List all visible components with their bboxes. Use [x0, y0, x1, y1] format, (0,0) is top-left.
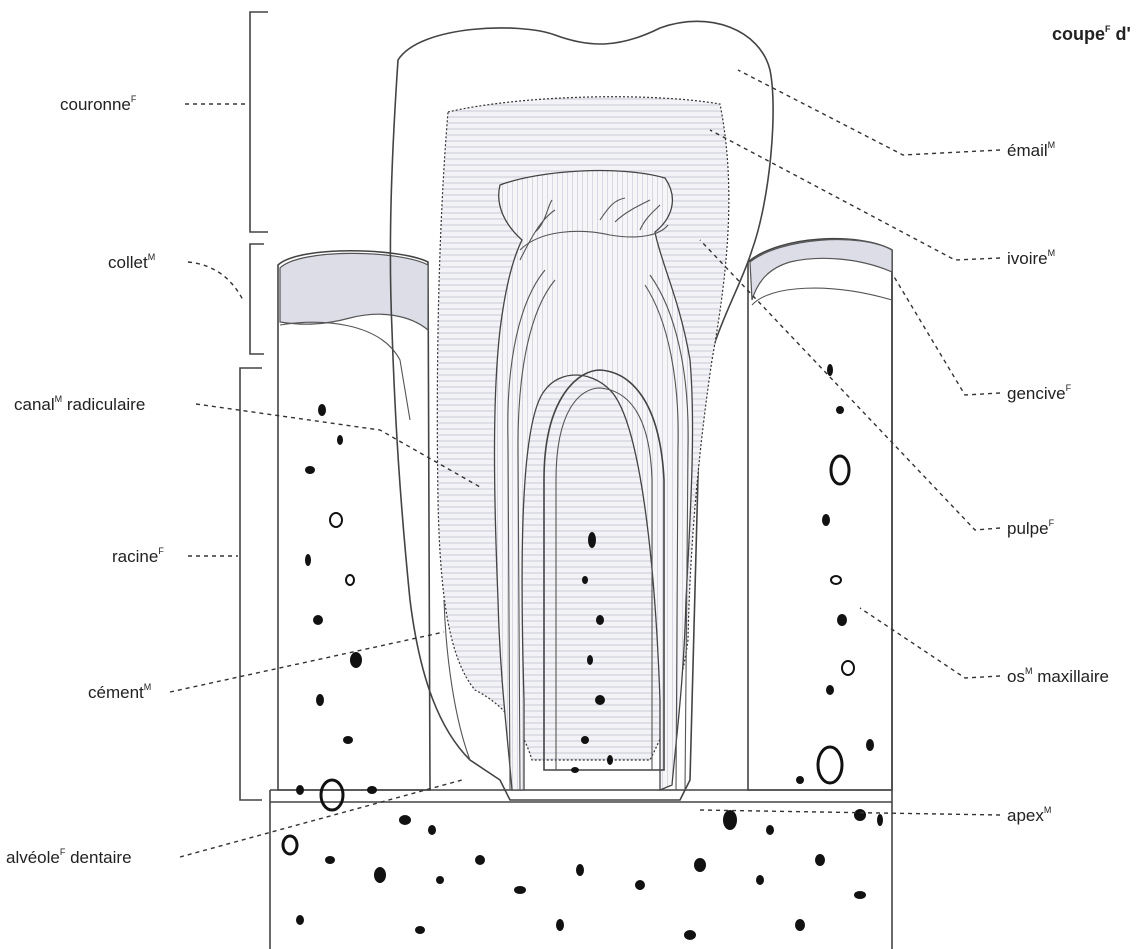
- label-ivoire: ivoireM: [1007, 248, 1055, 268]
- label-email: émailM: [1007, 140, 1055, 160]
- neck-bracket: [250, 244, 264, 354]
- label-cement: cémentM: [88, 682, 151, 702]
- label-apex: apexM: [1007, 805, 1051, 825]
- label-racine: racineF: [112, 546, 164, 566]
- tooth: [390, 21, 773, 800]
- label-os-maxillaire: osM maxillaire: [1007, 666, 1109, 686]
- diagram-title: coupeF d': [1052, 24, 1131, 44]
- label-pulpe: pulpeF: [1007, 518, 1055, 538]
- label-collet: colletM: [108, 252, 155, 272]
- label-couronne: couronneF: [60, 94, 137, 114]
- label-canal-radiculaire: canalM radiculaire: [14, 394, 145, 414]
- label-alveole-dentaire: alvéoleF dentaire: [6, 847, 132, 867]
- crown-bracket: [250, 12, 268, 232]
- label-gencive: genciveF: [1007, 383, 1072, 403]
- root-bracket: [240, 368, 262, 800]
